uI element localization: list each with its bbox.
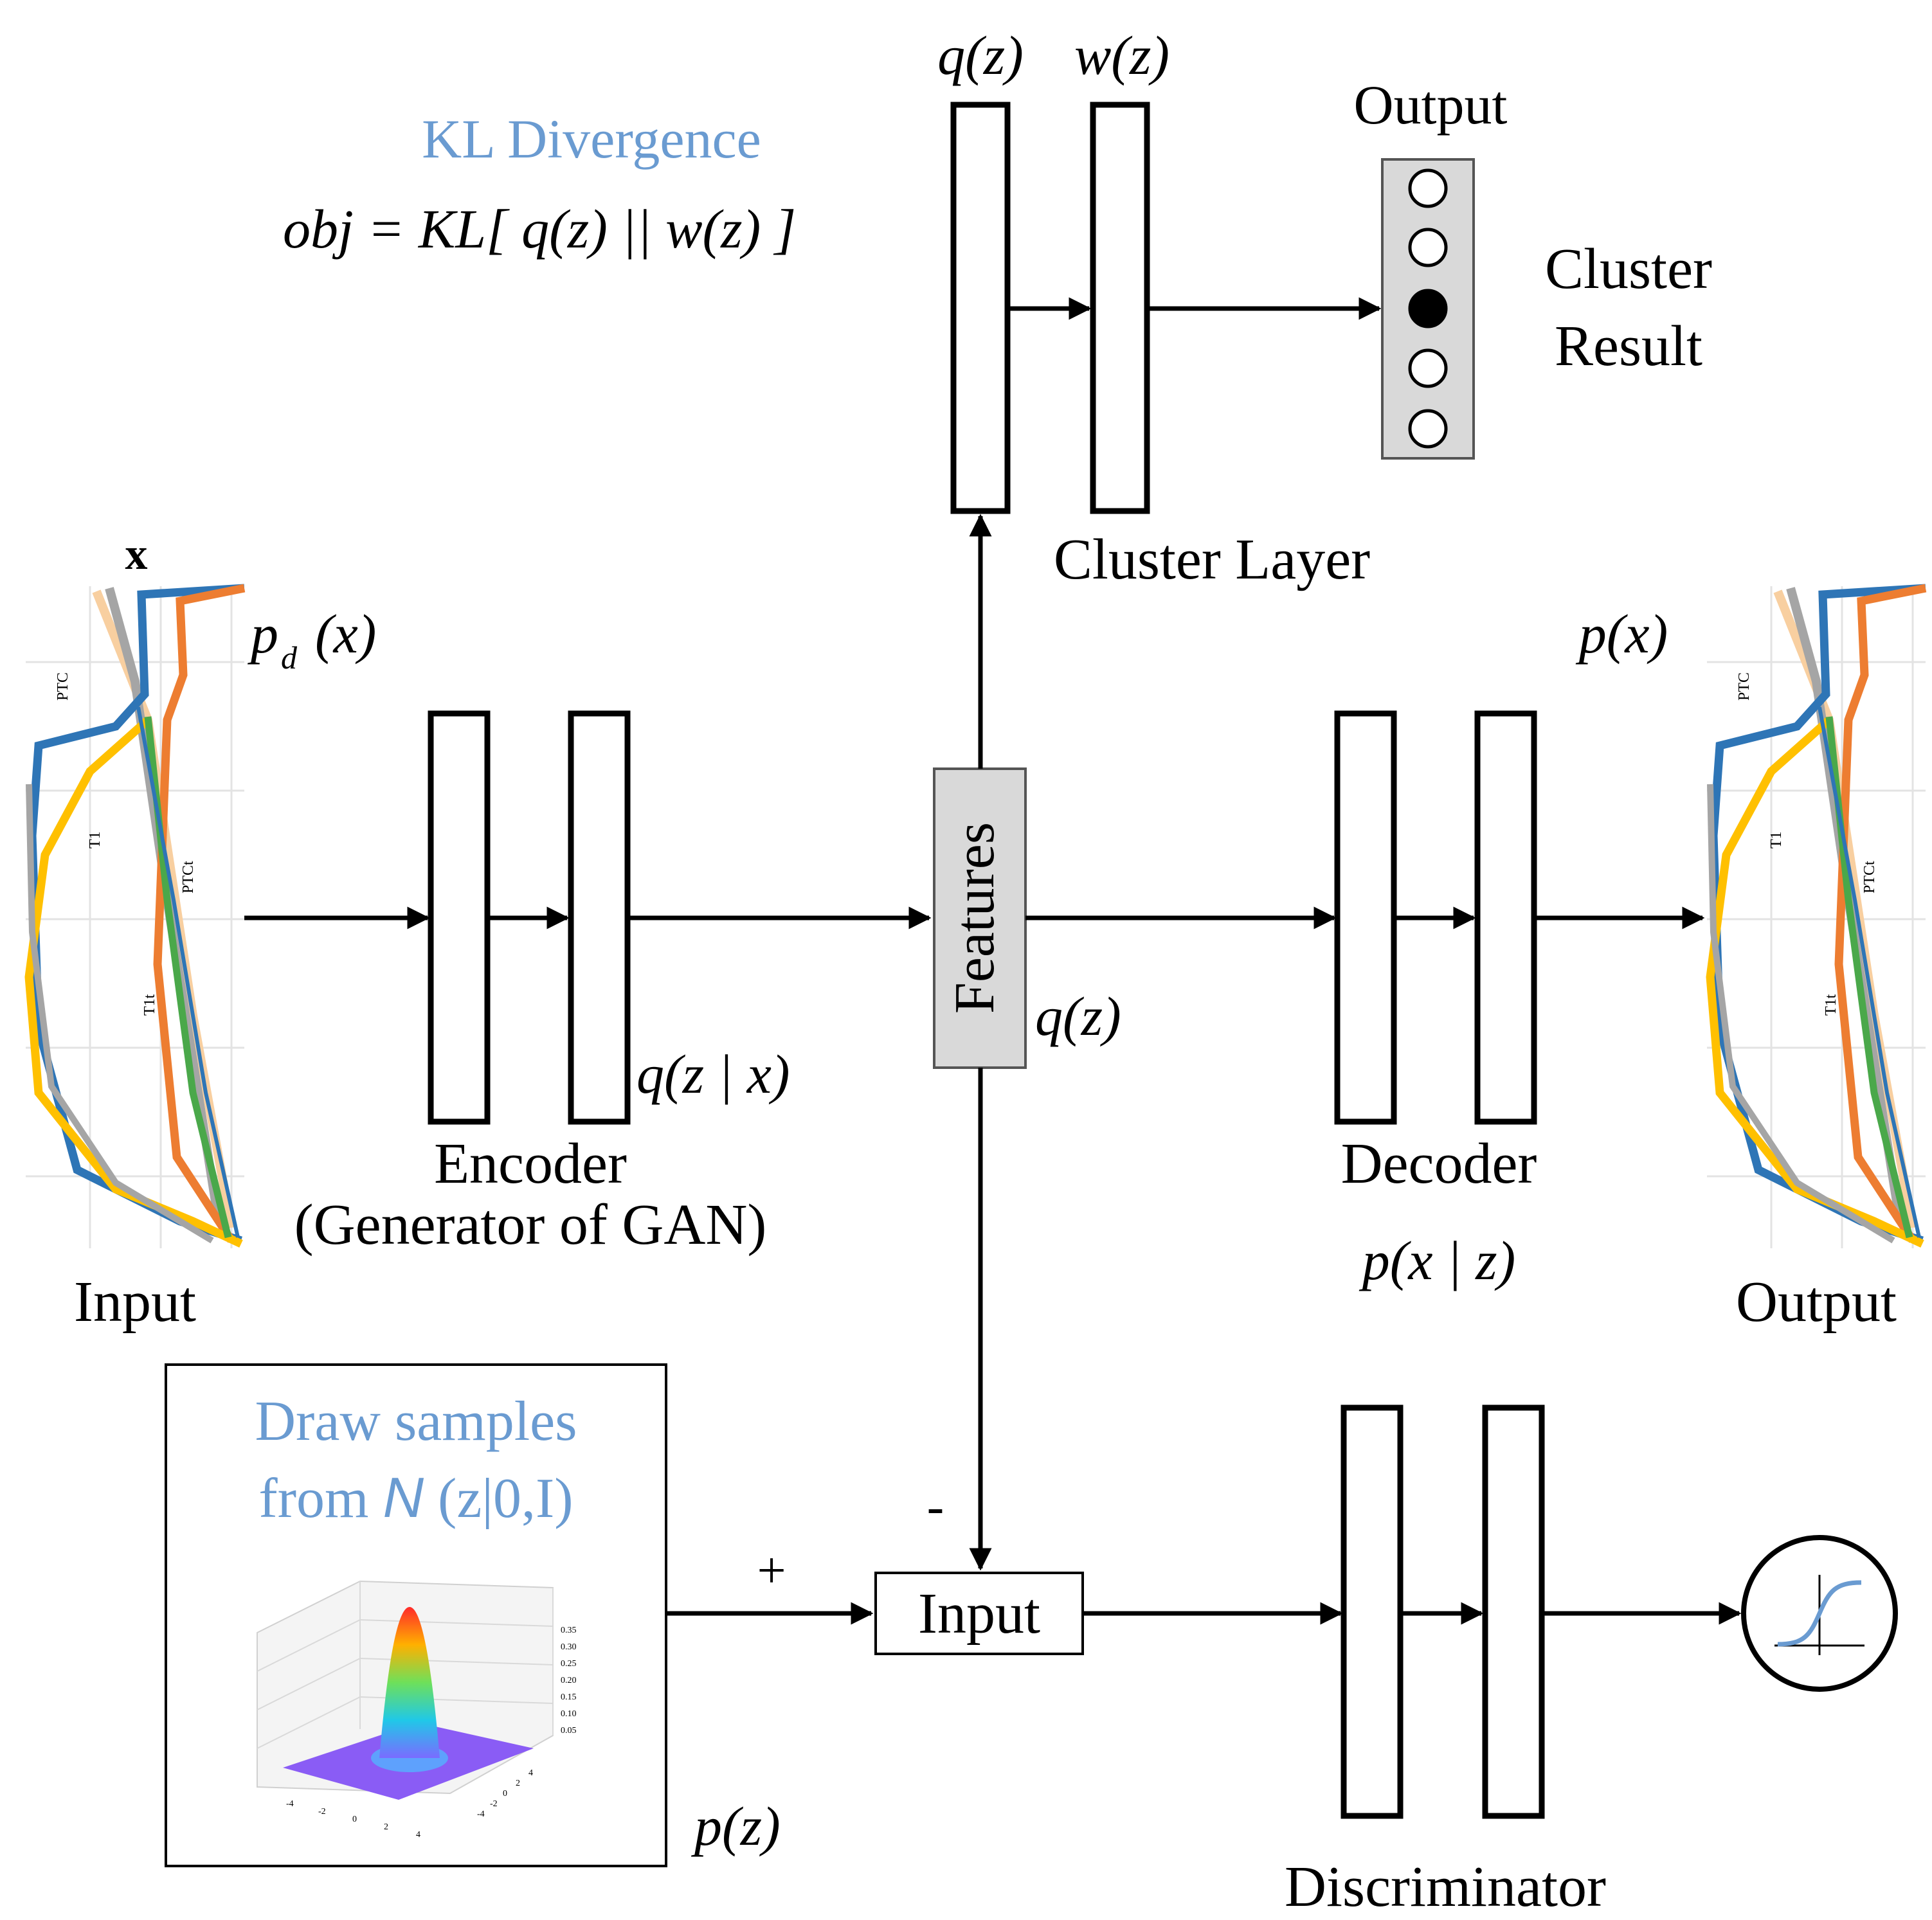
output-caption: Output	[1736, 1270, 1897, 1334]
encoder-sublabel: (Generator of GAN)	[294, 1193, 767, 1257]
gaussian-z-ticks: 0.35 0.30 0.25 0.20 0.15 0.10 0.05	[561, 1626, 577, 1736]
input-curve-plot: PTC T1 PTCt T1t	[24, 584, 246, 1248]
output-node-4	[1408, 348, 1448, 388]
svg-text:p: p	[247, 603, 278, 665]
discriminator-label: Discriminator	[1285, 1855, 1606, 1919]
input-curve-tag-t1t: T1t	[141, 994, 158, 1016]
svg-text:0.20: 0.20	[561, 1676, 577, 1685]
input-curve-tag-ptct: PTCt	[180, 861, 197, 893]
encoder-label: Encoder	[434, 1132, 627, 1196]
discriminator-layer-1	[1341, 1404, 1404, 1819]
qz-layer-block	[950, 102, 1011, 514]
disc-input-label: Input	[918, 1582, 1040, 1646]
svg-text:2: 2	[516, 1779, 520, 1788]
wz-layer-block	[1090, 102, 1150, 514]
qzx-label: q(z | x)	[636, 1043, 790, 1105]
output-curve-tag-ptct: PTCt	[1861, 861, 1878, 893]
gaussian-y-ticks: 4 2 0 -2 -4	[477, 1768, 533, 1819]
svg-text:0.15: 0.15	[561, 1692, 577, 1702]
svg-text:4: 4	[416, 1830, 420, 1840]
output-node-3-selected	[1408, 289, 1448, 328]
svg-text:0: 0	[503, 1789, 507, 1799]
input-caption: Input	[74, 1270, 196, 1334]
pxz-label: p(x | z)	[1359, 1230, 1516, 1291]
svg-text:0.25: 0.25	[561, 1659, 577, 1669]
svg-text:-2: -2	[490, 1799, 498, 1809]
svg-text:2: 2	[384, 1822, 388, 1832]
output-node-1	[1408, 168, 1448, 208]
decoder-layer-1	[1334, 710, 1397, 1125]
output-node-5	[1408, 409, 1448, 449]
svg-text:-2: -2	[318, 1807, 326, 1817]
svg-text:0.30: 0.30	[561, 1642, 577, 1652]
input-curve-tag-ptc: PTC	[55, 672, 71, 701]
decoder-label: Decoder	[1341, 1132, 1537, 1196]
pz-label: p(z)	[691, 1795, 781, 1857]
sampler-line-2: from N (z|0,I)	[258, 1466, 573, 1530]
px-label: p(x)	[1575, 603, 1668, 665]
features-qz-label: q(z)	[1035, 985, 1121, 1047]
kl-objective-formula: obj = KL[ q(z) || w(z) ]	[283, 198, 796, 260]
cluster-result-line1: Cluster	[1545, 237, 1712, 301]
gaussian-x-ticks: -4 -2 0 2 4	[286, 1799, 420, 1840]
svg-text:(x): (x)	[315, 603, 376, 665]
output-curve-tag-t1: T1	[1768, 831, 1785, 848]
discriminator-layer-2	[1482, 1404, 1545, 1819]
cluster-output-label: Output	[1354, 74, 1508, 136]
pd-x-label: p d (x)	[247, 603, 376, 676]
decoder-layer-2	[1474, 710, 1537, 1125]
svg-text:0.10: 0.10	[561, 1709, 577, 1719]
output-curve-plot: PTC T1 PTCt T1t	[1706, 584, 1927, 1248]
svg-text:d: d	[281, 640, 298, 676]
qz-top-label: q(z)	[937, 24, 1024, 86]
minus-sign: -	[927, 1478, 944, 1535]
svg-text:0.35: 0.35	[561, 1626, 577, 1635]
svg-text:0.05: 0.05	[561, 1726, 577, 1736]
svg-text:0: 0	[352, 1815, 357, 1824]
disc-input-box	[874, 1572, 1084, 1655]
plus-sign: +	[757, 1543, 786, 1599]
sigmoid-icon	[1741, 1535, 1898, 1692]
kl-divergence-title: KL Divergence	[422, 108, 761, 170]
encoder-layer-2	[568, 710, 631, 1125]
output-node-2	[1408, 228, 1448, 267]
wz-top-label: w(z)	[1074, 24, 1169, 86]
input-x-label: x	[125, 530, 148, 579]
features-label: Features	[944, 822, 1006, 1014]
svg-text:-4: -4	[477, 1809, 485, 1819]
cluster-result-line2: Result	[1555, 314, 1702, 378]
svg-text:4: 4	[528, 1768, 533, 1778]
encoder-layer-1	[428, 710, 491, 1125]
gaussian-3d-plot: 0.35 0.30 0.25 0.20 0.15 0.10 0.05 -4 -2…	[257, 1580, 577, 1840]
cluster-layer-label: Cluster Layer	[1054, 528, 1370, 591]
svg-text:-4: -4	[286, 1799, 294, 1809]
output-curve-tag-ptc: PTC	[1736, 672, 1753, 701]
input-curve-tag-t1: T1	[87, 831, 104, 848]
output-curve-tag-t1t: T1t	[1823, 994, 1839, 1016]
sampler-line-1: Draw samples	[255, 1390, 577, 1453]
